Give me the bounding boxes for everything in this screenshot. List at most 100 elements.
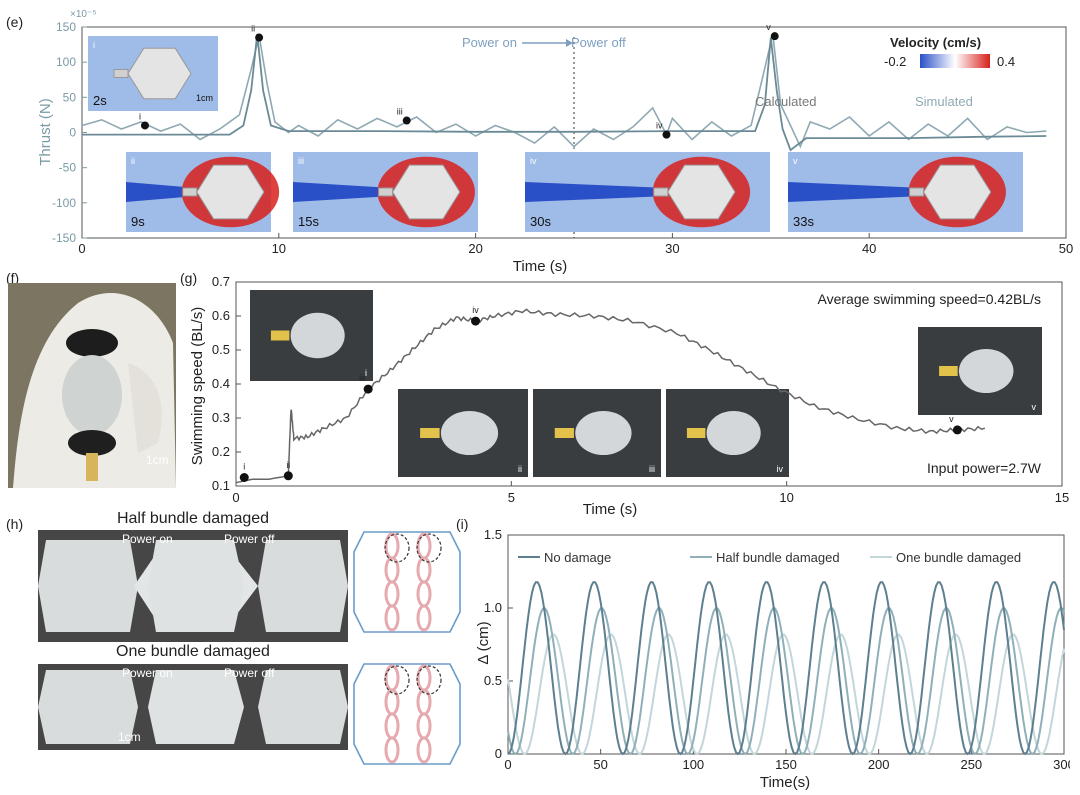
delta-y-tick-label: 0.5 — [484, 673, 502, 688]
thrust-x-tick-label: 30 — [665, 241, 679, 256]
snapshot-tube — [378, 187, 394, 197]
power-on-label: Power on — [462, 35, 517, 50]
schematic-outline — [353, 663, 461, 765]
speed-marker-i — [239, 473, 249, 482]
one-scale-label: 1cm — [118, 730, 141, 744]
schematic-damage-circle — [416, 533, 442, 563]
thrust-marker-label: i — [139, 111, 141, 121]
snapshot-time: 15s — [298, 214, 319, 229]
speed-x-tick-label: 0 — [232, 490, 239, 505]
snapshot-tail — [420, 428, 440, 438]
snapshot-time: 33s — [793, 214, 814, 229]
snapshot-robot — [392, 164, 461, 220]
thrust-x-tick-label: 40 — [862, 241, 876, 256]
speed-x-tick-label: 10 — [779, 490, 793, 505]
snapshot-time: 2s — [93, 93, 107, 108]
snapshot-robot — [196, 164, 265, 220]
one-power-off-label: Power off — [224, 666, 275, 680]
delta-x-tick-label: 100 — [682, 757, 704, 772]
snapshot-tube — [653, 187, 669, 197]
speed-marker-iii — [363, 384, 373, 394]
speed-snapshot-4: iv — [666, 389, 789, 477]
thrust-y-tick-label: -50 — [59, 161, 77, 175]
panel-letter-g: (g) — [180, 270, 198, 286]
snapshot-tail — [939, 366, 958, 376]
panel-letter-f: (f) — [6, 270, 20, 286]
snapshot-tube — [909, 187, 925, 197]
thrust-marker-label: v — [766, 22, 771, 32]
robot-photo-scale: 1cm — [146, 453, 169, 467]
snapshot-tail — [554, 428, 574, 438]
delta-legend-label: Half bundle damaged — [716, 550, 840, 565]
speed-marker-label: iv — [472, 305, 479, 315]
snapshot-index: i — [93, 40, 95, 50]
speed-snapshot-1: i — [250, 290, 373, 381]
panel-letter-h: (h) — [6, 516, 24, 532]
speed-marker-v — [952, 425, 962, 435]
thrust-y-tick-label: -150 — [52, 231, 76, 245]
delta-legend-label: No damage — [544, 550, 611, 565]
thrust-y-multiplier: ×10⁻⁵ — [70, 9, 96, 20]
speed-y-tick-label: 0.4 — [212, 376, 230, 391]
calculated-thrust-line — [82, 33, 1047, 152]
input-power-note: Input power=2.7W — [927, 460, 1042, 476]
speed-y-label: Swimming speed (BL/s) — [189, 307, 206, 465]
speed-marker-label: i — [243, 462, 245, 472]
snapshot-jet — [293, 182, 393, 202]
colorbar — [920, 54, 990, 68]
schematic-damage-circle — [384, 665, 410, 695]
snapshot-index: iii — [649, 464, 655, 474]
delta-x-label: Time(s) — [760, 774, 810, 791]
snapshot-time: 9s — [131, 214, 145, 229]
schematic-outline — [353, 531, 461, 633]
snapshot-index: i — [365, 368, 367, 378]
speed-x-label: Time (s) — [583, 501, 637, 518]
snapshot-robot — [127, 47, 192, 100]
speed-marker-label: v — [949, 414, 954, 424]
delta-x-tick-label: 150 — [775, 757, 797, 772]
colorbar-min: -0.2 — [884, 54, 906, 69]
speed-x-tick-label: 15 — [1055, 490, 1069, 505]
snapshot-robot — [440, 411, 499, 455]
schematic-fiber-loop — [384, 604, 400, 632]
legend-simulated: Simulated — [915, 94, 973, 109]
thrust-y-tick-label: 100 — [56, 55, 76, 69]
snapshot-tube — [113, 69, 129, 78]
one-bundle-title: One bundle damaged — [116, 643, 270, 660]
robot-photo: 1cm — [8, 283, 176, 488]
simulated-thrust-line — [81, 33, 1047, 149]
speed-marker-iv — [471, 316, 481, 326]
delta-legend-label: One bundle damaged — [896, 550, 1021, 565]
snapshot-index: iv — [777, 464, 784, 474]
thrust-marker-iii — [402, 116, 411, 125]
delta-y-tick-label: 0 — [495, 746, 502, 761]
thrust-y-tick-label: 50 — [63, 90, 77, 104]
snapshot-robot — [923, 164, 992, 220]
legend-calculated: Calculated — [755, 94, 816, 109]
displacement-chart: 00.51.01.5050100150200250300 No damageHa… — [475, 527, 1070, 791]
thrust-x-tick-label: 20 — [468, 241, 482, 256]
snapshot-robot — [667, 164, 736, 220]
one-bundle-schematic — [353, 663, 461, 765]
thrust-marker-ii — [255, 33, 264, 42]
panel-letter-i: (i) — [456, 516, 469, 532]
snapshot-tail — [270, 330, 290, 341]
schematic-damage-circle — [384, 533, 410, 563]
thrust-marker-label: ii — [251, 24, 255, 34]
delta-x-tick-label: 0 — [504, 757, 511, 772]
snapshot-robot — [958, 349, 1014, 393]
power-arrow-head — [566, 39, 573, 47]
snapshot-robot — [290, 312, 345, 359]
delta-x-tick-label: 250 — [960, 757, 982, 772]
swimming-speed-line — [235, 308, 986, 484]
half-bundle-schematic — [353, 531, 461, 633]
schematic-fiber-loop — [416, 736, 432, 764]
snapshot-scale: 1cm — [196, 93, 213, 103]
speed-y-tick-label: 0.7 — [212, 274, 230, 289]
